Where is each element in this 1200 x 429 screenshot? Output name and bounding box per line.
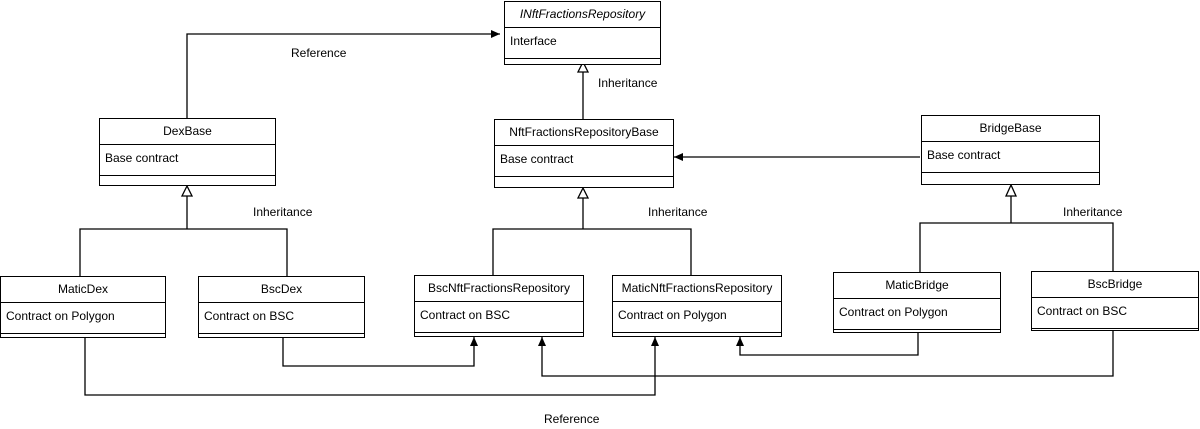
class-bscbridge[interactable]: BscBridge Contract on BSC	[1031, 271, 1199, 331]
class-name: MaticDex	[1, 277, 165, 303]
class-name: DexBase	[100, 119, 275, 145]
reference-connector-bscbridge-bscnft	[538, 331, 1114, 377]
inheritance-connector-dex	[79, 228, 288, 276]
class-name: BscBridge	[1032, 272, 1198, 298]
class-attribute: Contract on BSC	[199, 303, 364, 334]
class-bridgebase[interactable]: BridgeBase Base contract	[921, 115, 1100, 185]
inheritance-triangle-bridgebase	[1004, 183, 1018, 197]
class-attribute: Base contract	[922, 142, 1099, 173]
class-attribute: Contract on BSC	[1032, 298, 1198, 329]
class-attribute: Contract on BSC	[415, 302, 583, 333]
class-maticdex[interactable]: MaticDex Contract on Polygon	[0, 276, 166, 338]
class-name: MaticBridge	[834, 273, 1000, 299]
class-matic-nft-fractions-repository[interactable]: MaticNftFractionsRepository Contract on …	[612, 275, 782, 337]
class-name: BscNftFractionsRepository	[415, 276, 583, 302]
class-operations	[495, 177, 673, 187]
label-reference-top: Reference	[291, 46, 347, 60]
class-operations	[100, 176, 275, 186]
label-reference-bottom: Reference	[544, 412, 600, 426]
inheritance-triangle-dexbase	[180, 184, 194, 197]
class-attribute: Interface	[505, 28, 660, 59]
class-name: MaticNftFractionsRepository	[613, 276, 781, 302]
class-attribute: Contract on Polygon	[613, 302, 781, 333]
class-bsc-nft-fractions-repository[interactable]: BscNftFractionsRepository Contract on BS…	[414, 275, 584, 337]
inheritance-connector-bridge	[919, 222, 1114, 272]
class-operations	[922, 173, 1099, 183]
inheritance-triangle-interface	[576, 60, 590, 73]
reference-connector-dexbase-interface	[186, 30, 500, 118]
class-name: INftFractionsRepository	[505, 2, 660, 28]
class-name: NftFractionsRepositoryBase	[495, 120, 673, 146]
class-attribute: Contract on Polygon	[1, 303, 165, 334]
class-attribute: Base contract	[100, 145, 275, 176]
reference-connector-maticdex-maticnft	[84, 337, 659, 396]
class-inft-fractions-repository[interactable]: INftFractionsRepository Interface	[504, 1, 661, 65]
class-name: BscDex	[199, 277, 364, 303]
class-attribute: Contract on Polygon	[834, 299, 1000, 330]
class-bscdex[interactable]: BscDex Contract on BSC	[198, 276, 365, 338]
class-name: BridgeBase	[922, 116, 1099, 142]
class-maticbridge[interactable]: MaticBridge Contract on Polygon	[833, 272, 1001, 333]
class-attribute: Base contract	[495, 146, 673, 177]
reference-connector-bscdex-bscnft	[282, 337, 478, 367]
class-nft-fractions-repository-base[interactable]: NftFractionsRepositoryBase Base contract	[494, 119, 674, 188]
class-operations	[505, 59, 660, 69]
inheritance-connector-nft	[492, 228, 692, 275]
class-dexbase[interactable]: DexBase Base contract	[99, 118, 276, 186]
reference-connector-maticbridge-maticnft	[736, 333, 919, 356]
label-inheritance-dex: Inheritance	[253, 205, 313, 219]
label-inheritance-nft: Inheritance	[648, 205, 708, 219]
label-inheritance-interface: Inheritance	[598, 76, 658, 90]
label-inheritance-bridge: Inheritance	[1063, 205, 1123, 219]
inheritance-triangle-nftbase	[576, 186, 590, 199]
